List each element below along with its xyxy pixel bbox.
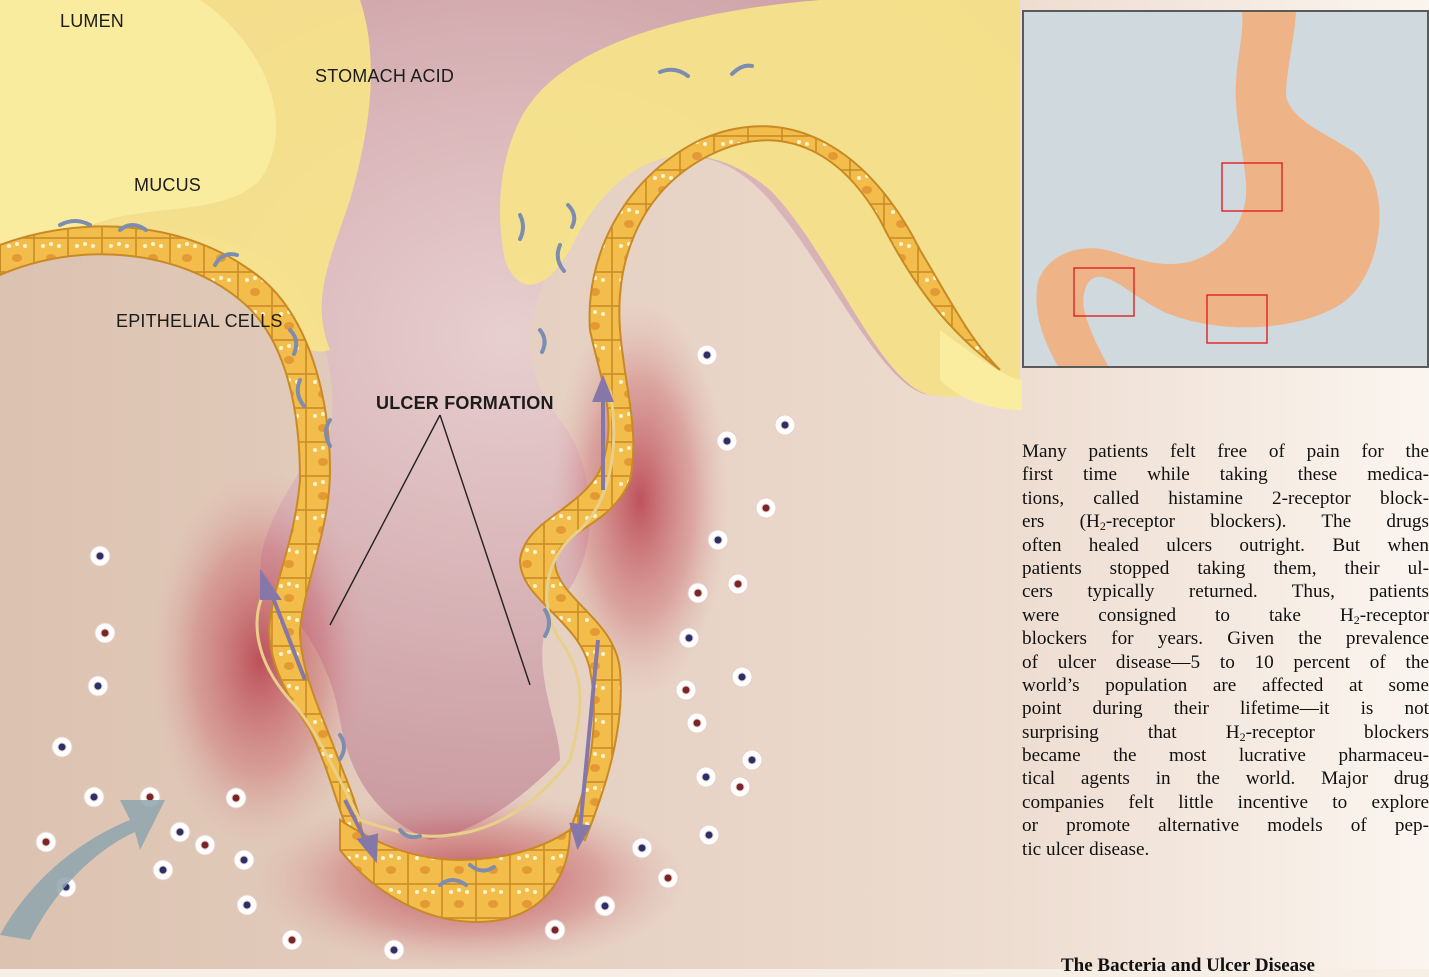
article-line: were consigned to take H2-receptor <box>1022 604 1429 627</box>
lumen-label: LUMEN <box>60 11 124 32</box>
article-line: cers typically returned. Thus, patients <box>1022 580 1429 603</box>
stomach-inset-drawing <box>1024 12 1429 368</box>
article-line: world’s population are affected at some <box>1022 674 1429 697</box>
article-line: blockers for years. Given the prevalence <box>1022 627 1429 650</box>
article-line: patients stopped taking them, their ul- <box>1022 557 1429 580</box>
article-line: tic ulcer disease. <box>1022 838 1429 861</box>
section-subhead: The Bacteria and Ulcer Disease <box>1061 955 1315 977</box>
article-line: point during their lifetime—it is not <box>1022 697 1429 720</box>
article-line: of ulcer disease—5 to 10 percent of the <box>1022 651 1429 674</box>
stomach-inset <box>1022 10 1429 368</box>
article-line: tical agents in the world. Major drug <box>1022 767 1429 790</box>
article-line: or promote alternative models of pep- <box>1022 814 1429 837</box>
epithelial-cells-label: EPITHELIAL CELLS <box>116 311 283 332</box>
article-line: tions, called histamine 2-receptor block… <box>1022 487 1429 510</box>
article-line: companies felt little incentive to explo… <box>1022 791 1429 814</box>
article-line: ers (H2-receptor blockers). The drugs <box>1022 510 1429 533</box>
article-line: first time while taking these medica- <box>1022 463 1429 486</box>
stomach-acid-label: STOMACH ACID <box>315 66 454 87</box>
mucus-label: MUCUS <box>134 175 201 196</box>
article-line: surprising that H2-receptor blockers <box>1022 721 1429 744</box>
article-line: became the most lucrative pharmaceu- <box>1022 744 1429 767</box>
article-line: Many patients felt free of pain for the <box>1022 440 1429 463</box>
ulcer-formation-label: ULCER FORMATION <box>376 393 554 414</box>
article-line: often healed ulcers outright. But when <box>1022 534 1429 557</box>
